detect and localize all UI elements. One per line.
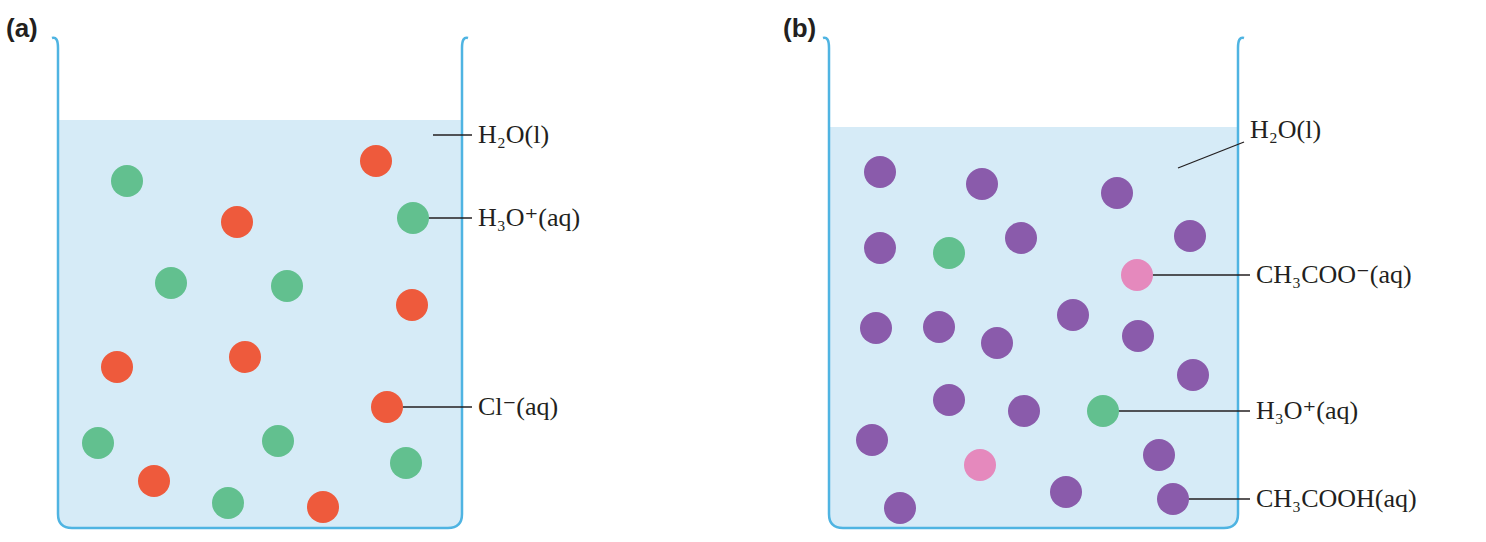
beaker-b xyxy=(823,38,1244,528)
part-label: (b) xyxy=(783,14,816,43)
ion-label: CH₃COO⁻(aq) xyxy=(1256,261,1412,290)
substance-label: H₂O(l) xyxy=(478,121,549,150)
molecule-label: CH₃COOH(aq) xyxy=(1256,485,1417,514)
leader-lines xyxy=(387,135,1250,499)
substance-label: H₂O(l) xyxy=(1250,116,1321,145)
acetic-acid-molecules xyxy=(856,156,1209,524)
ion-label: H₃O⁺(aq) xyxy=(1256,397,1358,426)
ion-label: H₃O⁺(aq) xyxy=(478,204,580,233)
part-label: (a) xyxy=(6,14,38,43)
chloride-ions xyxy=(101,145,428,523)
beaker-a xyxy=(52,38,468,528)
ion-label: Cl⁻(aq) xyxy=(478,393,558,422)
hydronium-ions xyxy=(82,165,1119,519)
acetate-ions xyxy=(964,259,1153,481)
